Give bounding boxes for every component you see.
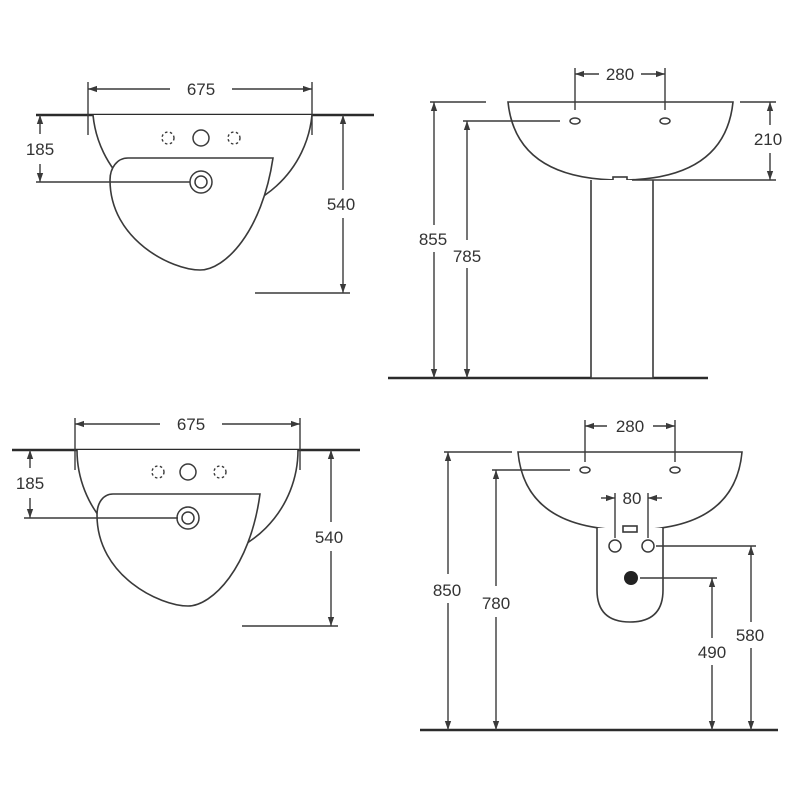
dim-label: 540 <box>327 195 355 214</box>
basin-bowl <box>109 157 274 271</box>
dim-label: 540 <box>315 528 343 547</box>
optional-tap-hole-left <box>161 131 175 145</box>
dim-width-675: 675 <box>74 415 301 470</box>
drain-inner <box>194 175 208 189</box>
dim-label: 675 <box>187 80 215 99</box>
dim-label: 185 <box>16 474 44 493</box>
dim-label: 675 <box>177 415 205 434</box>
pedestal <box>590 180 654 379</box>
inlet-hole-right <box>641 539 655 553</box>
tap-hole <box>192 129 210 147</box>
dim-label: 210 <box>754 130 782 149</box>
dim-total-height-855: 855 <box>419 101 486 378</box>
inlet-hole-left <box>608 539 622 553</box>
tap-hole-left <box>569 117 581 125</box>
dim-rim-to-floor-785: 785 <box>453 120 560 378</box>
top-left-plan-view: 675 185 540 <box>26 80 374 294</box>
dim-depth-540: 540 <box>242 450 343 627</box>
dim-depth-540: 540 <box>255 115 355 294</box>
dim-label: 280 <box>616 417 644 436</box>
optional-tap-hole-right <box>213 465 227 479</box>
dim-inlet-height-580: 580 <box>656 545 764 730</box>
dim-label: 855 <box>419 230 447 249</box>
bottom-right-semi-pedestal-view: 280 80 850 780 490 <box>420 417 778 732</box>
dim-label: 280 <box>606 65 634 84</box>
drain-inner <box>181 511 195 525</box>
dim-inlet-spacing-80: 80 <box>601 489 662 538</box>
dim-hole-offset-185: 185 <box>16 450 178 519</box>
optional-tap-hole-left <box>151 465 165 479</box>
tap-hole-left <box>579 466 591 474</box>
dim-label: 580 <box>736 626 764 645</box>
dim-label: 490 <box>698 643 726 662</box>
tap-hole-right <box>659 117 671 125</box>
top-right-pedestal-view: 280 210 855 785 <box>388 65 782 380</box>
basin-front <box>507 101 734 181</box>
dim-tap-spacing-280: 280 <box>574 65 666 110</box>
dim-label: 785 <box>453 247 481 266</box>
dim-width-675: 675 <box>87 80 313 135</box>
dim-label: 780 <box>482 594 510 613</box>
dim-basin-height-210: 210 <box>632 101 782 181</box>
waste-hole <box>624 571 638 585</box>
dim-label: 850 <box>433 581 461 600</box>
bottom-left-plan-view: 675 185 540 <box>12 415 360 627</box>
optional-tap-hole-right <box>227 131 241 145</box>
waste-outlet <box>622 525 638 533</box>
dim-waste-height-490: 490 <box>640 577 726 730</box>
dim-label: 80 <box>623 489 642 508</box>
dim-total-height-850: 850 <box>433 451 512 730</box>
dim-rim-to-floor-780: 780 <box>482 469 570 730</box>
dim-hole-offset-185: 185 <box>26 115 190 183</box>
tap-hole-right <box>669 466 681 474</box>
dim-tap-spacing-280: 280 <box>584 417 676 462</box>
tap-hole <box>179 463 197 481</box>
basin-bowl <box>96 493 261 607</box>
dim-label: 185 <box>26 140 54 159</box>
